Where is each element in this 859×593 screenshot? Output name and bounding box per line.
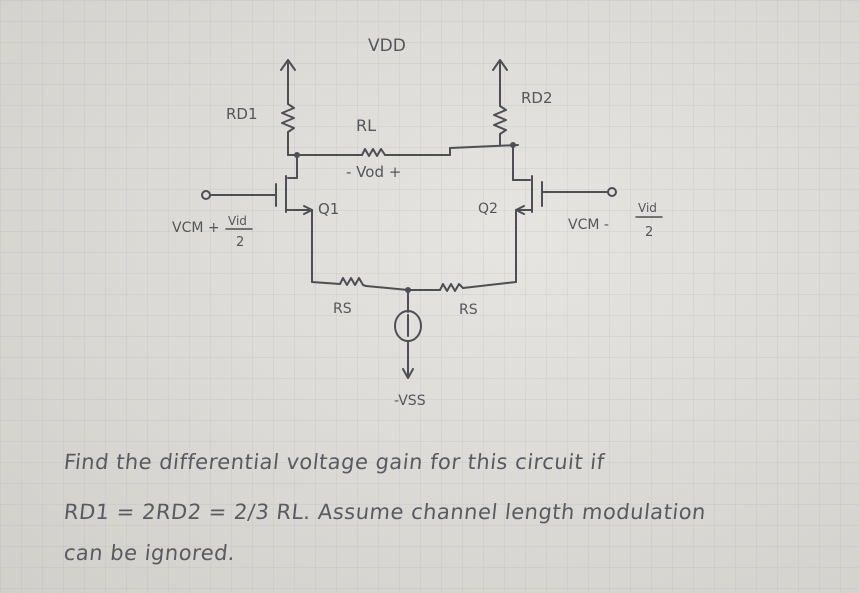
label-vin-left: VCM + xyxy=(172,220,220,236)
source-resistors xyxy=(311,277,517,292)
label-vod: - Vod + xyxy=(346,163,401,181)
problem-line-1: Find the differential voltage gain for t… xyxy=(62,450,606,474)
vdd-arrow-left xyxy=(280,59,296,99)
label-vss: -VSS xyxy=(394,393,426,409)
label-vid-num-right: Vid xyxy=(638,201,657,215)
problem-line-2: RD1 = 2RD2 = 2/3 RL. Assume channel leng… xyxy=(62,500,708,524)
resistor-rd2 xyxy=(493,97,507,146)
label-rd2: RD2 xyxy=(521,89,553,107)
transistor-q2 xyxy=(512,144,543,283)
label-rd1: RD1 xyxy=(226,105,258,123)
label-q1: Q1 xyxy=(318,200,339,218)
label-vid-den-left: 2 xyxy=(236,235,244,250)
resistor-rd1 xyxy=(281,97,295,156)
gate-input-q1 xyxy=(201,190,277,200)
label-vdd: VDD xyxy=(368,36,406,56)
current-source xyxy=(394,289,422,379)
label-vid-den-right: 2 xyxy=(645,225,653,240)
label-vin-right: VCM - xyxy=(568,217,609,233)
label-rs-right: RS xyxy=(459,302,478,318)
transistor-q1 xyxy=(275,154,313,283)
load-resistor-rl xyxy=(287,144,519,157)
vdd-arrow-right xyxy=(492,59,508,99)
label-rs-left: RS xyxy=(333,301,352,317)
label-vid-num-left: Vid xyxy=(228,214,247,228)
label-q2: Q2 xyxy=(478,201,498,217)
gate-input-q2 xyxy=(541,187,617,197)
label-rl: RL xyxy=(356,116,376,135)
problem-line-3: can be ignored. xyxy=(62,541,237,565)
